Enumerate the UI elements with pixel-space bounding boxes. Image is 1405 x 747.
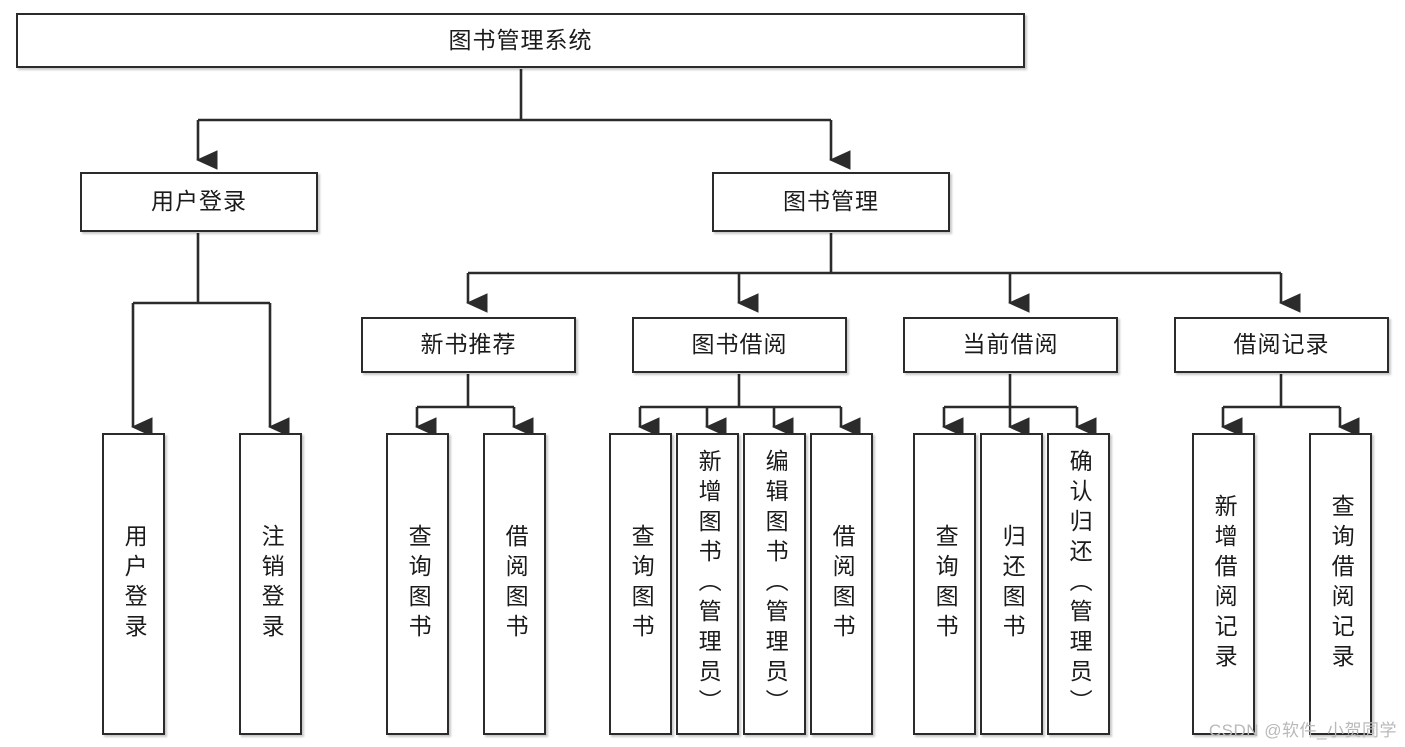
node-leaf-confirm-return[interactable]: 确认归还（管理员） xyxy=(1047,433,1110,735)
node-book-management[interactable]: 图书管理 xyxy=(712,172,950,232)
node-label: 借阅图书 xyxy=(502,524,529,644)
node-book-management-system[interactable]: 图书管理系统 xyxy=(16,13,1025,68)
node-label: 确认归还（管理员） xyxy=(1066,449,1093,719)
node-leaf-edit-book[interactable]: 编辑图书（管理员） xyxy=(743,433,806,735)
node-label: 借阅记录 xyxy=(1233,331,1330,358)
node-leaf-user-login[interactable]: 用户登录 xyxy=(102,433,165,735)
node-leaf-query-book-2[interactable]: 查询图书 xyxy=(609,433,672,735)
node-book-borrow[interactable]: 图书借阅 xyxy=(632,317,847,373)
node-leaf-add-record[interactable]: 新增借阅记录 xyxy=(1192,433,1255,735)
node-leaf-query-book-1[interactable]: 查询图书 xyxy=(386,433,449,735)
node-label: 查询图书 xyxy=(628,524,655,644)
node-leaf-borrow-book-2[interactable]: 借阅图书 xyxy=(810,433,873,735)
node-leaf-add-book[interactable]: 新增图书（管理员） xyxy=(676,433,739,735)
node-label: 查询图书 xyxy=(932,524,959,644)
node-label: 编辑图书（管理员） xyxy=(762,449,789,719)
node-label: 用户登录 xyxy=(121,524,148,644)
watermark-text: CSDN @软件_小贺同学 xyxy=(1208,721,1397,740)
node-label: 查询图书 xyxy=(405,524,432,644)
node-current-borrow[interactable]: 当前借阅 xyxy=(903,317,1118,373)
node-new-book-recommend[interactable]: 新书推荐 xyxy=(361,317,576,373)
node-label: 新增图书（管理员） xyxy=(695,449,722,719)
node-leaf-borrow-book-1[interactable]: 借阅图书 xyxy=(483,433,546,735)
node-label: 归还图书 xyxy=(999,524,1026,644)
node-label: 用户登录 xyxy=(151,188,247,215)
node-leaf-logout-login[interactable]: 注销登录 xyxy=(239,433,302,735)
node-label: 新书推荐 xyxy=(420,331,517,358)
node-label: 借阅图书 xyxy=(829,524,856,644)
node-user-login[interactable]: 用户登录 xyxy=(80,172,318,232)
node-leaf-query-book-3[interactable]: 查询图书 xyxy=(913,433,976,735)
node-label: 当前借阅 xyxy=(962,331,1059,358)
node-leaf-return-book[interactable]: 归还图书 xyxy=(980,433,1043,735)
node-label: 图书管理系统 xyxy=(448,26,593,53)
node-label: 图书管理 xyxy=(783,188,879,215)
node-label: 图书借阅 xyxy=(691,331,788,358)
node-leaf-query-record[interactable]: 查询借阅记录 xyxy=(1309,433,1372,735)
node-label: 注销登录 xyxy=(258,524,285,644)
node-label: 查询借阅记录 xyxy=(1328,494,1355,674)
node-label: 新增借阅记录 xyxy=(1211,494,1238,674)
node-borrow-record[interactable]: 借阅记录 xyxy=(1174,317,1389,373)
